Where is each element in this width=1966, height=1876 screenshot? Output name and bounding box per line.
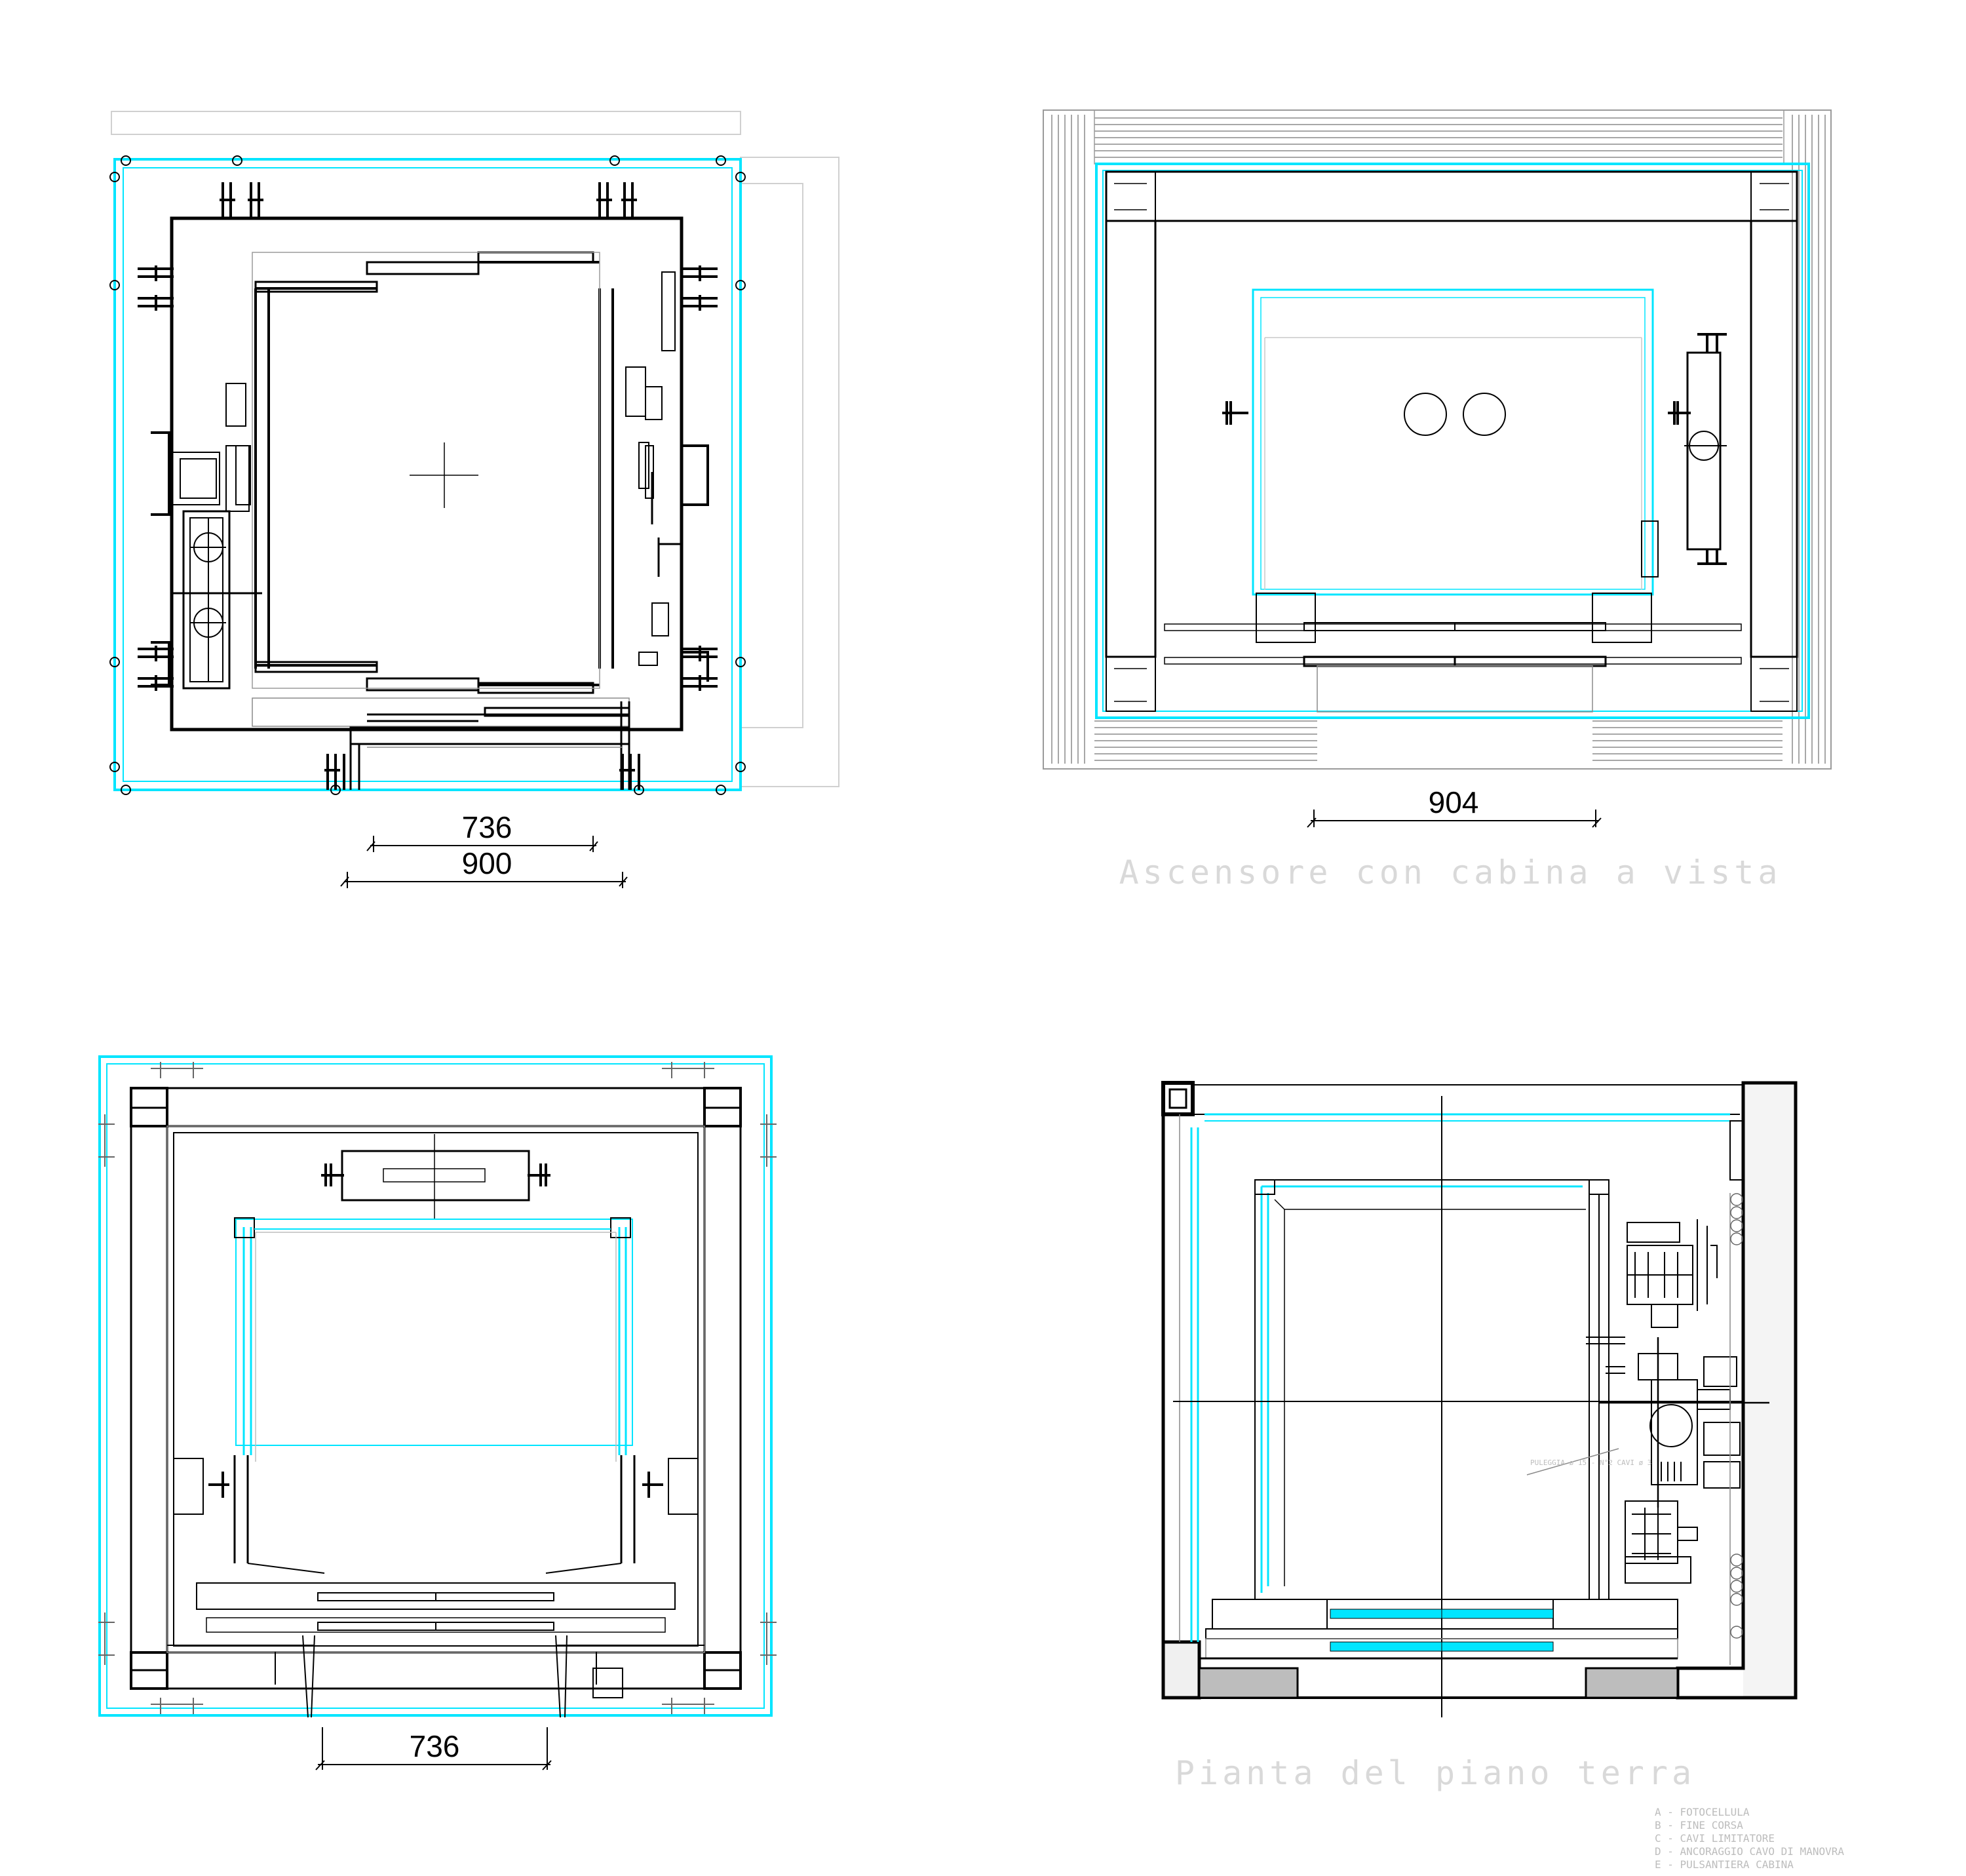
dimension-736-top [366,836,598,852]
dimension-label-904: 904 [1429,785,1479,819]
right-fittings [625,271,709,682]
legend-item-b: B - FINE CORSA [1655,1819,1743,1831]
caption-bottom-right: Pianta del piano terra [1175,1754,1695,1792]
callout-puleggia: PULEGGIA ø 15 - N°2 CAVI ø 3 [1530,1458,1651,1467]
caption-top-right: Ascensore con cabina a vista [1119,853,1782,891]
plan-bottom-left [98,1055,777,1718]
shaft-wall [170,216,684,732]
cabin-br [1254,1179,1590,1600]
cabin-outline [254,281,378,673]
plan-bottom-right [1161,1081,1798,1717]
legend-item-a: A - FOTOCELLULA [1655,1806,1750,1818]
plan-top-left [109,111,839,795]
sheave-right [1463,393,1506,436]
cabin-glass [1252,288,1654,596]
counterweight [1686,351,1722,551]
glass-frame [1095,163,1810,719]
sheave-left [1404,393,1447,436]
plan-top-right [1043,109,1832,770]
counterweight-bl [341,1150,530,1202]
dimension-736-bottom [315,1727,552,1770]
dimension-904 [1307,810,1602,828]
counterweight-assembly [151,383,262,690]
glass-enclosure-bl [98,1055,773,1717]
dimension-label-736-top: 736 [462,810,512,844]
legend-item-c: C - CAVI LIMITATORE [1655,1832,1775,1845]
dimension-900 [340,872,628,888]
legend-item-d: D - ANCORAGGIO CAVO DI MANOVRA [1655,1845,1844,1858]
dimension-label-900: 900 [462,846,512,880]
machinery-br [1586,1120,1769,1665]
dimension-label-736-bottom: 736 [410,1729,460,1763]
legend: A - FOTOCELLULA B - FINE CORSA C - CAVI … [1655,1806,1844,1871]
legend-item-e: E - PULSANTIERA CABINA [1655,1858,1794,1871]
cabin-center-mark [410,442,478,508]
cabin-glass-bl [235,1219,633,1446]
shaft-wall-br [1161,1081,1195,1116]
glass-enclosure [113,158,742,791]
